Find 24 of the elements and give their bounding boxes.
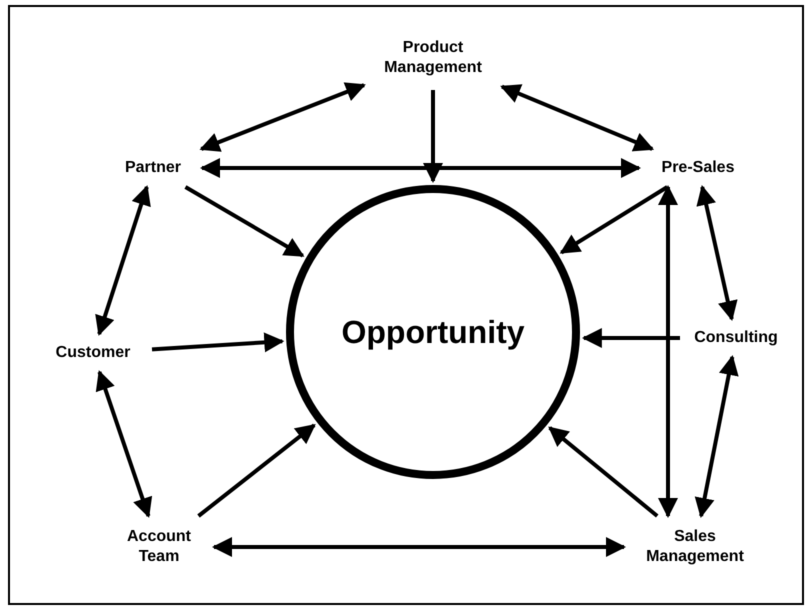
node-label: Pre-Sales (662, 158, 734, 178)
arrow (423, 90, 443, 183)
node-label: Customer (56, 343, 130, 363)
arrow (197, 424, 316, 518)
arrow (152, 332, 284, 352)
arrow (500, 84, 654, 152)
arrow (212, 537, 626, 557)
node-label: Product Management (383, 38, 483, 78)
arrow (200, 82, 366, 152)
arrow (694, 355, 739, 518)
arrow (96, 370, 152, 518)
arrow (200, 158, 641, 178)
arrow (560, 185, 668, 254)
node-label: Sales Management (645, 527, 745, 567)
node-label: Opportunity (341, 313, 525, 352)
arrow (582, 328, 680, 348)
node-label: Account Team (126, 527, 192, 567)
arrow (696, 185, 738, 321)
node-label: Consulting (694, 328, 778, 348)
arrow (658, 185, 678, 518)
node-label: Partner (124, 158, 182, 178)
arrow (95, 185, 151, 336)
arrow (184, 185, 304, 258)
arrow (548, 426, 658, 518)
